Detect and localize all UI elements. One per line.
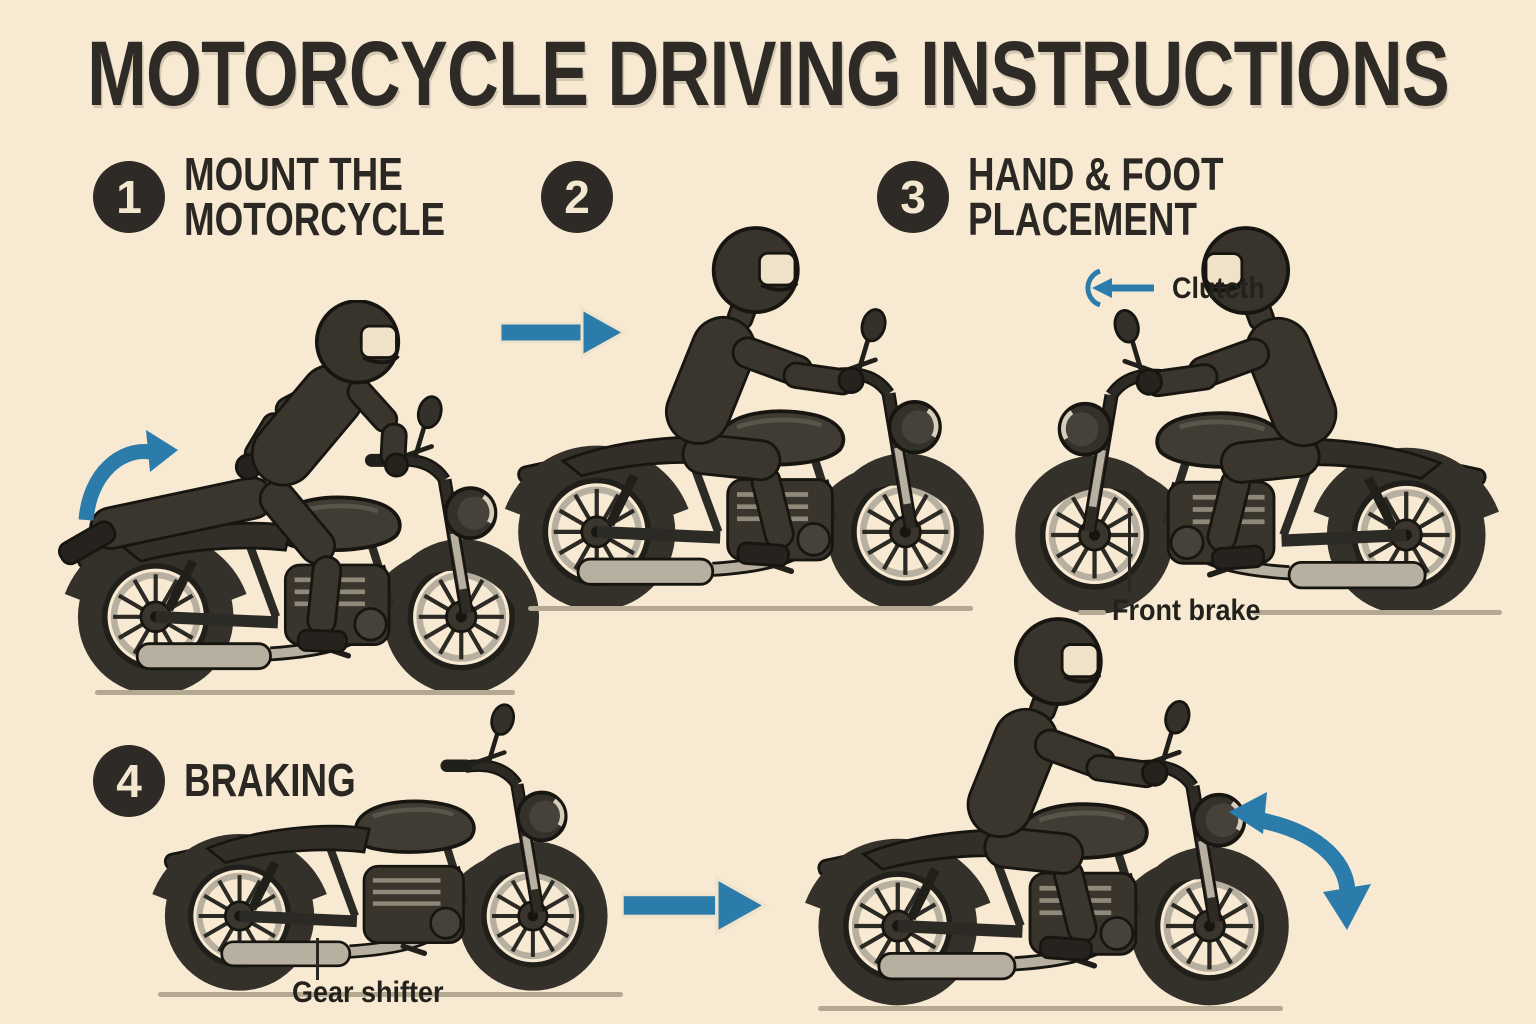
next-step-arrow-icon: [500, 307, 626, 358]
mount-swing-arrow-icon: [78, 430, 178, 521]
scene-braking-bike-illustration: [140, 612, 620, 1012]
gear-shifter-pointer-line: [316, 938, 319, 980]
ground-line-1: [95, 690, 515, 695]
step2-number: 2: [564, 171, 590, 223]
step1-badge: 1: [93, 161, 165, 233]
ground-line-4: [158, 992, 623, 997]
step3-label-line1: HAND & FOOT: [968, 148, 1224, 200]
front-brake-label: Front brake: [1112, 594, 1261, 627]
step3-label-line2: PLACEMENT: [968, 193, 1197, 246]
clutch-label: Clutcth: [1172, 272, 1265, 305]
ground-line-2: [528, 606, 973, 611]
clutch-squeeze-arrow-icon: [1085, 268, 1154, 308]
gear-shifter-label: Gear shifter: [292, 976, 444, 1009]
poster-title-wrap: MOTORCYCLE DRIVING INSTRUCTIONS: [0, 22, 1536, 127]
step1-label-line2: MOTORCYCLE: [184, 193, 446, 246]
step1-number: 1: [116, 171, 142, 223]
step1-label: MOUNT THE MOTORCYCLE: [184, 148, 510, 246]
step4-badge: 4: [93, 745, 165, 817]
step2-badge: 2: [541, 161, 613, 233]
step3-number: 3: [900, 171, 926, 223]
next-step-arrow-2-icon: [622, 876, 768, 935]
step4-number: 4: [116, 755, 142, 807]
step3-badge: 3: [877, 161, 949, 233]
step3-label: HAND & FOOT PLACEMENT: [968, 148, 1287, 246]
step4-label: BRAKING: [184, 754, 399, 806]
ground-line-5: [818, 1006, 1283, 1011]
front-brake-left-dash: [1078, 610, 1106, 615]
poster-title: MOTORCYCLE DRIVING INSTRUCTIONS: [87, 23, 1450, 125]
motorcycle-icon: [163, 702, 607, 990]
step1-label-line1: MOUNT THE: [184, 148, 403, 200]
ground-line-3: [1252, 610, 1502, 615]
front-brake-pointer-line: [1128, 508, 1131, 592]
step4-label-line1: BRAKING: [184, 754, 356, 806]
scene-riding-illustration: [492, 226, 997, 633]
throttle-brake-arc-arrow-icon: [1229, 792, 1371, 930]
